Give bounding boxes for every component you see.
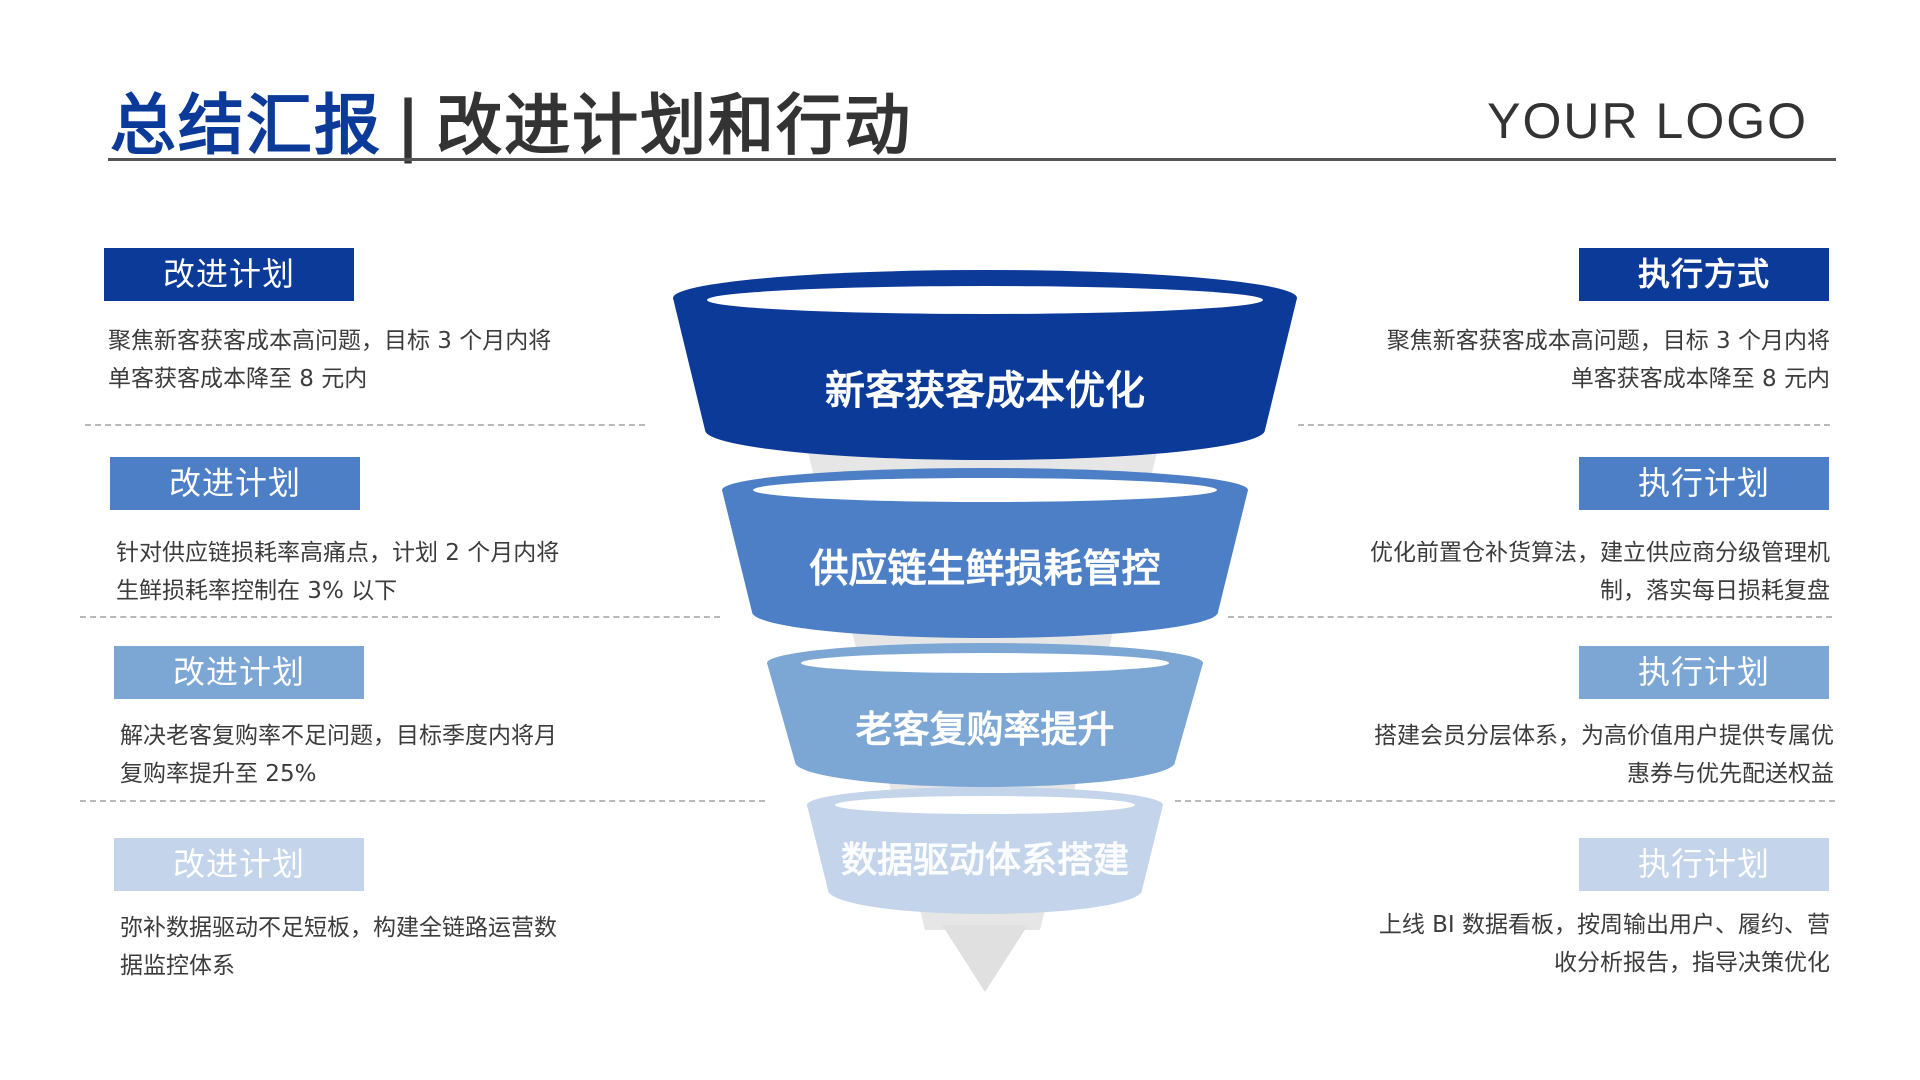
funnel-arrow-icon [942, 925, 1028, 992]
right-tag-2: 执行计划 [1579, 457, 1829, 510]
left-desc-4-line-2: 据监控体系 [120, 953, 235, 979]
right-desc-3: 搭建会员分层体系，为高价值用户提供专属优 惠券与优先配送权益 [1334, 717, 1834, 793]
left-desc-2-line-2: 生鲜损耗率控制在 3% 以下 [116, 578, 398, 604]
left-divider-2 [80, 616, 720, 618]
right-divider-3 [1175, 800, 1835, 802]
right-desc-1-line-2: 单客获客成本降至 8 元内 [1570, 366, 1830, 392]
title-main: 总结汇报 [110, 87, 382, 164]
funnel-tier-1: 新客获客成本优化 [673, 270, 1297, 460]
left-desc-3: 解决老客复购率不足问题，目标季度内将月 复购率提升至 25% [120, 717, 620, 793]
right-desc-4-line-1: 上线 BI 数据看板，按周输出用户、履约、营 [1378, 912, 1830, 938]
right-desc-4: 上线 BI 数据看板，按周输出用户、履约、营 收分析报告，指导决策优化 [1330, 906, 1830, 982]
left-tag-2: 改进计划 [110, 457, 360, 510]
right-tag-1: 执行方式 [1579, 248, 1829, 301]
header-divider [108, 158, 1836, 161]
funnel-label-3: 老客复购率提升 [856, 708, 1115, 751]
right-desc-2-line-2: 制，落实每日损耗复盘 [1600, 578, 1830, 604]
left-desc-1-line-1: 聚焦新客获客成本高问题，目标 3 个月内将 [108, 328, 552, 354]
funnel-label-2: 供应链生鲜损耗管控 [809, 547, 1160, 592]
left-desc-2: 针对供应链损耗率高痛点，计划 2 个月内将 生鲜损耗率控制在 3% 以下 [116, 534, 616, 610]
right-desc-2: 优化前置仓补货算法，建立供应商分级管理机 制，落实每日损耗复盘 [1330, 534, 1830, 610]
funnel-label-4: 数据驱动体系搭建 [841, 840, 1129, 881]
right-tag-3: 执行计划 [1579, 646, 1829, 699]
right-tag-4: 执行计划 [1579, 838, 1829, 891]
left-divider-1 [85, 424, 645, 426]
right-desc-3-line-2: 惠券与优先配送权益 [1627, 761, 1834, 787]
left-tag-3: 改进计划 [114, 646, 364, 699]
right-desc-4-line-2: 收分析报告，指导决策优化 [1554, 950, 1830, 976]
right-desc-2-line-1: 优化前置仓补货算法，建立供应商分级管理机 [1370, 540, 1830, 566]
title-separator: | [396, 87, 423, 164]
right-desc-3-line-1: 搭建会员分层体系，为高价值用户提供专属优 [1374, 723, 1834, 749]
left-desc-3-line-2: 复购率提升至 25% [120, 761, 317, 787]
page-title: 总结汇报|改进计划和行动 [110, 72, 912, 168]
left-tag-1: 改进计划 [104, 248, 354, 301]
logo: YOUR LOGO [1487, 93, 1808, 149]
funnel-tier-3: 老客复购率提升 [767, 643, 1203, 787]
left-desc-4: 弥补数据驱动不足短板，构建全链路运营数 据监控体系 [120, 909, 620, 985]
left-desc-1: 聚焦新客获客成本高问题，目标 3 个月内将 单客获客成本降至 8 元内 [108, 322, 608, 398]
right-desc-1: 聚焦新客获客成本高问题，目标 3 个月内将 单客获客成本降至 8 元内 [1330, 322, 1830, 398]
left-desc-3-line-1: 解决老客复购率不足问题，目标季度内将月 [120, 723, 557, 749]
right-desc-1-line-1: 聚焦新客获客成本高问题，目标 3 个月内将 [1386, 328, 1830, 354]
left-tag-4: 改进计划 [114, 838, 364, 891]
funnel-label-1: 新客获客成本优化 [825, 368, 1145, 414]
funnel-tier-2: 供应链生鲜损耗管控 [722, 468, 1248, 638]
title-subtitle: 改进计划和行动 [436, 87, 913, 164]
left-divider-3 [80, 800, 765, 802]
left-desc-2-line-1: 针对供应链损耗率高痛点，计划 2 个月内将 [116, 540, 560, 566]
right-divider-2 [1228, 616, 1832, 618]
funnel-tier-4: 数据驱动体系搭建 [807, 787, 1163, 914]
left-desc-1-line-2: 单客获客成本降至 8 元内 [108, 366, 368, 392]
left-desc-4-line-1: 弥补数据驱动不足短板，构建全链路运营数 [120, 915, 557, 941]
right-divider-1 [1298, 424, 1830, 426]
